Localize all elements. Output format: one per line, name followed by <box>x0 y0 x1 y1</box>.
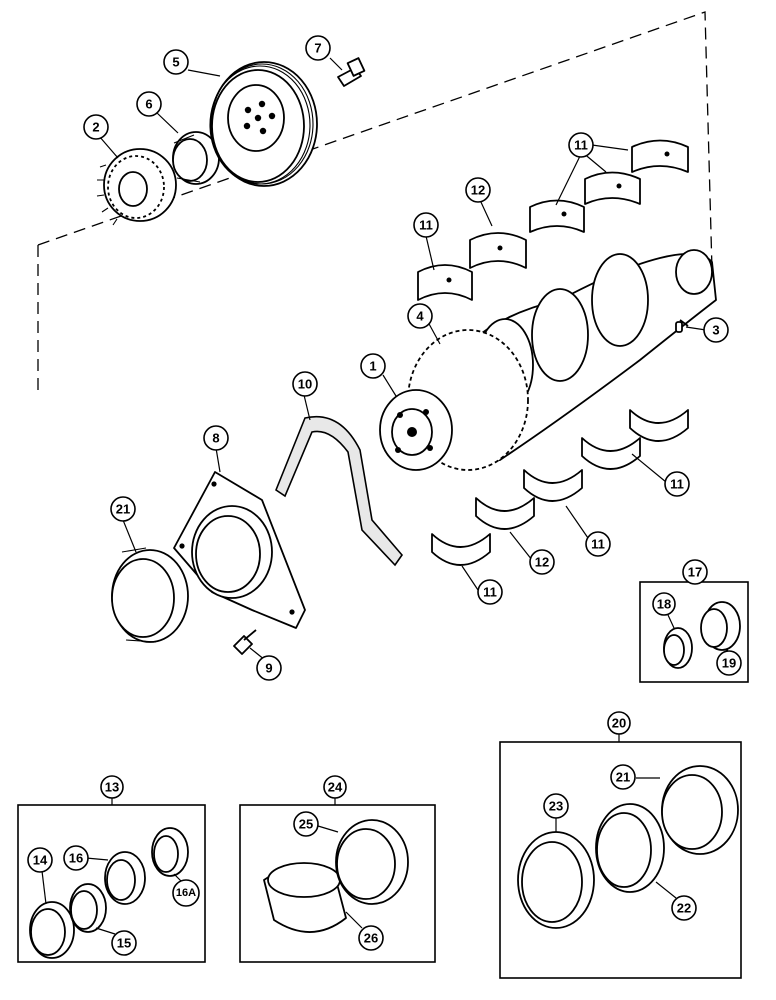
callout-17: 17 <box>682 559 708 585</box>
svg-text:11: 11 <box>591 537 605 552</box>
svg-text:15: 15 <box>117 936 131 951</box>
svg-text:12: 12 <box>535 555 549 570</box>
svg-text:2: 2 <box>92 120 99 135</box>
callout-11-lower-right: 11 <box>664 471 690 497</box>
upper-bearing-shells <box>417 139 689 301</box>
seal-kit-20-parts <box>517 765 739 929</box>
callout-2: 2 <box>83 114 109 140</box>
callout-22: 22 <box>671 895 697 921</box>
callout-10: 10 <box>292 371 318 397</box>
svg-text:22: 22 <box>677 901 691 916</box>
crankshaft-pulley <box>209 61 318 187</box>
sleeve-kit-24-parts <box>263 819 409 933</box>
svg-text:11: 11 <box>574 138 588 153</box>
callout-1: 1 <box>360 353 386 379</box>
svg-text:16: 16 <box>69 851 83 866</box>
svg-text:6: 6 <box>145 97 152 112</box>
svg-text:10: 10 <box>298 377 312 392</box>
svg-text:11: 11 <box>419 218 433 233</box>
seal-kit-13-parts <box>29 827 189 959</box>
callout-11-upper-left: 11 <box>413 212 439 238</box>
svg-text:19: 19 <box>722 656 736 671</box>
svg-text:25: 25 <box>299 817 313 832</box>
callout-16a: 16A <box>172 879 200 907</box>
sleeve-kit-24-box <box>239 804 436 963</box>
callout-25: 25 <box>293 811 319 837</box>
callout-13: 13 <box>100 775 124 799</box>
callout-3: 3 <box>703 317 729 343</box>
callout-4: 4 <box>407 303 433 329</box>
callout-7: 7 <box>305 35 331 61</box>
svg-text:11: 11 <box>670 477 684 492</box>
callout-23: 23 <box>543 793 569 819</box>
callout-11-upper-right: 11 <box>568 132 594 158</box>
svg-text:7: 7 <box>314 41 321 56</box>
svg-text:9: 9 <box>265 661 272 676</box>
callout-18: 18 <box>652 592 676 616</box>
svg-text:13: 13 <box>105 780 119 795</box>
seal-kit-20-box <box>499 741 742 979</box>
rear-seal-housing <box>173 471 306 629</box>
callout-5: 5 <box>163 49 189 75</box>
callout-14: 14 <box>27 847 53 873</box>
callout-20: 20 <box>607 711 631 735</box>
timing-gear <box>96 148 177 226</box>
svg-text:1: 1 <box>369 359 376 374</box>
svg-text:8: 8 <box>212 431 219 446</box>
svg-text:24: 24 <box>328 780 343 795</box>
svg-text:17: 17 <box>688 565 702 580</box>
svg-text:12: 12 <box>471 183 485 198</box>
callout-9: 9 <box>256 655 282 681</box>
callout-19: 19 <box>716 650 742 676</box>
callout-8: 8 <box>203 425 229 451</box>
svg-text:21: 21 <box>616 770 630 785</box>
svg-text:26: 26 <box>364 931 378 946</box>
crankshaft <box>379 249 717 471</box>
lower-bearing-shells <box>431 409 689 566</box>
svg-text:11: 11 <box>483 585 497 600</box>
callout-21-main: 21 <box>110 496 136 522</box>
rear-cover-gasket <box>275 416 404 567</box>
callout-6: 6 <box>136 91 162 117</box>
svg-text:14: 14 <box>33 853 48 868</box>
svg-text:5: 5 <box>172 55 179 70</box>
rear-seal <box>111 547 189 643</box>
callout-11-lower-mid: 11 <box>585 531 611 557</box>
svg-text:4: 4 <box>416 309 424 324</box>
callout-26: 26 <box>358 925 384 951</box>
svg-text:21: 21 <box>116 502 130 517</box>
svg-text:3: 3 <box>712 323 719 338</box>
callout-11-lower-left: 11 <box>477 579 503 605</box>
pulley-bolt <box>337 57 366 87</box>
bushing-kit-parts <box>663 601 741 669</box>
housing-bolt <box>233 629 257 655</box>
callout-24: 24 <box>323 775 347 799</box>
svg-text:20: 20 <box>612 716 626 731</box>
callout-21-kit: 21 <box>610 764 636 790</box>
callout-12-upper: 12 <box>465 177 491 203</box>
dowel-pin <box>675 321 683 333</box>
svg-text:18: 18 <box>657 597 671 612</box>
svg-text:23: 23 <box>549 799 563 814</box>
front-seal-ring <box>172 131 220 185</box>
callout-15: 15 <box>111 930 137 956</box>
svg-text:16A: 16A <box>176 887 196 899</box>
leader-lines <box>41 57 728 935</box>
callout-16: 16 <box>63 845 89 871</box>
callout-12-lower: 12 <box>529 549 555 575</box>
